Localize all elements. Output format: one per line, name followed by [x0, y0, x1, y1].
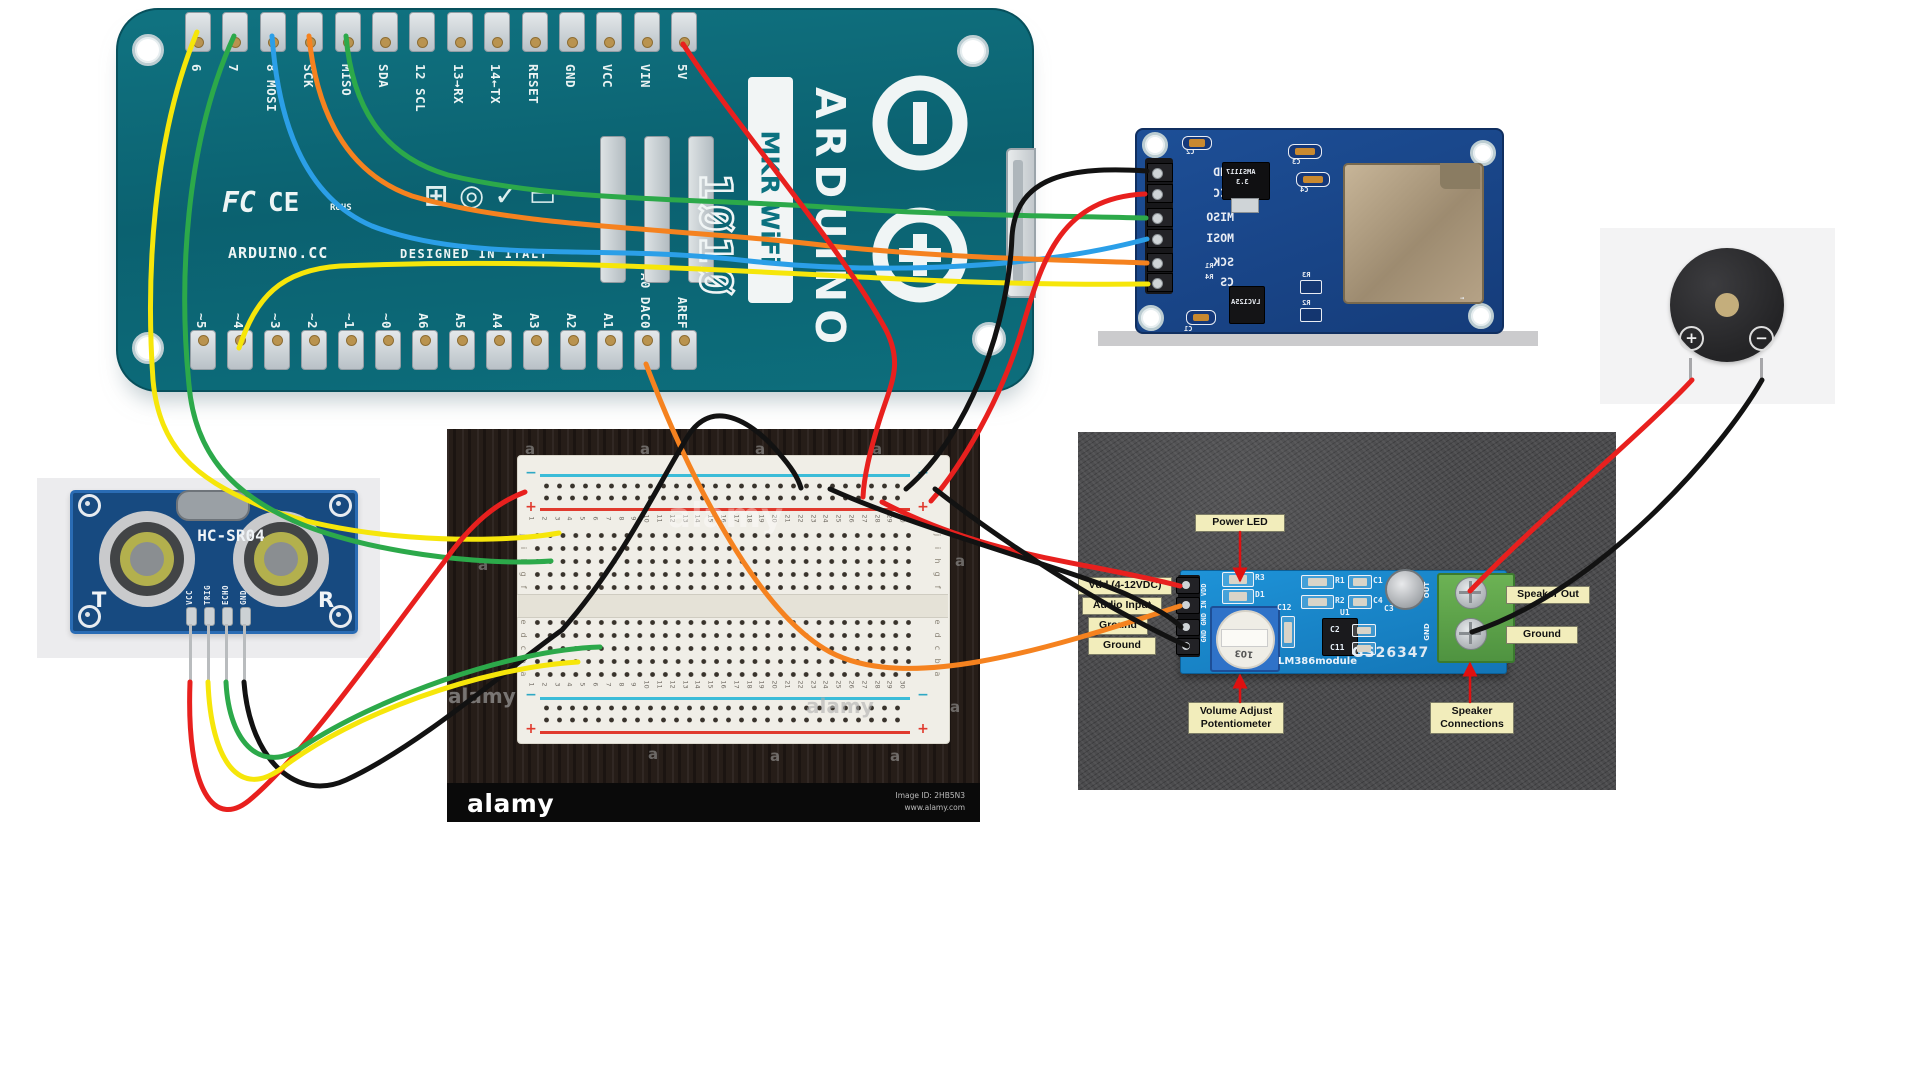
wire-yellow-hcsr04-trig-breadboard — [205, 659, 581, 782]
wire-black-breadboard-amp-gnd1 — [827, 486, 1184, 630]
wire-orange-arduino-sck-sd-sck — [306, 33, 1150, 266]
wire-black-breadboard-amp-gnd2 — [932, 486, 1190, 649]
wire-red-amp-out-buzzer — [1467, 377, 1695, 594]
wire-black-amp-gnd-buzzer — [1469, 377, 1765, 635]
wire-green-arduino-miso-sd-miso — [343, 33, 1149, 221]
wire-red-sd-vcc-breadboard — [928, 191, 1148, 504]
wire-red-breadboard-amp-vdd — [879, 499, 1183, 589]
wire-yellow-arduino4-sd-cs — [236, 260, 1151, 351]
wire-yellow-arduino6-breadboard — [148, 29, 562, 542]
